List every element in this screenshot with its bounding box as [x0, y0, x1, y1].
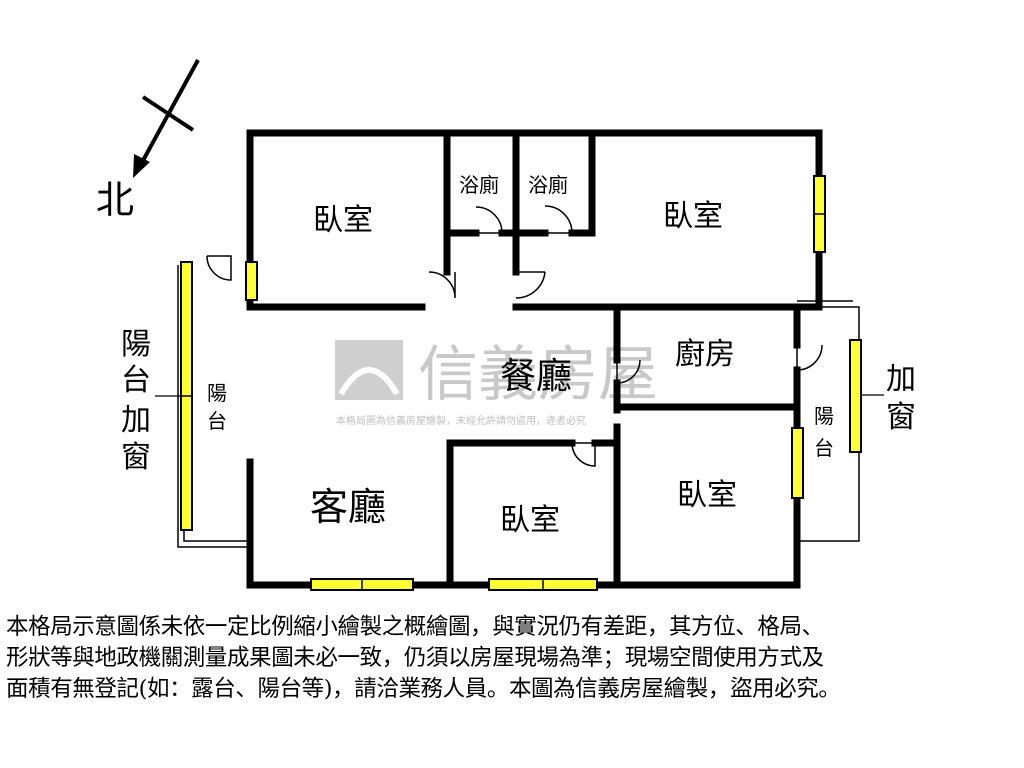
label-balcony-window-left-4: 窗 — [121, 440, 151, 475]
room-label-living: 客廳 — [310, 485, 386, 529]
label-balcony-right-2: 台 — [814, 436, 834, 460]
label-window-right-2: 窗 — [886, 400, 916, 435]
compass-label: 北 — [96, 178, 134, 222]
disclaimer-line-3: 面積有無登記(如：露台、陽台等)，請洽業務人員。本圖為信義房屋繪製，盜用必究。 — [6, 676, 841, 702]
watermark-notice: 本格局圖為信義房屋繪製，未經允許請勿盜用，違者必究 — [336, 414, 586, 427]
label-balcony-window-left-1: 陽 — [121, 327, 151, 362]
room-label-bedroom-s: 臥室 — [500, 503, 560, 538]
north-arrow-icon — [133, 59, 200, 178]
doors — [206, 205, 823, 467]
disclaimer-line-1: 本格局示意圖係未依一定比例縮小繪製之概繪圖，與實況仍有差距，其方位、格局、 — [6, 614, 824, 640]
label-balcony-window-left-2: 台 — [121, 363, 151, 398]
room-label-bedroom-ne: 臥室 — [663, 199, 723, 234]
disclaimer: 本格局示意圖係未依一定比例縮小繪製之概繪圖，與實況仍有差距，其方位、格局、 形狀… — [6, 612, 1020, 705]
label-balcony-left-2: 台 — [207, 409, 227, 433]
floor-plan: 北 信義房屋 本格局圖為信義房屋繪製，未經允許請勿盜用，違者必究 — [96, 59, 916, 591]
room-label-bath-2: 浴廁 — [528, 173, 568, 197]
walls — [246, 129, 823, 589]
room-label-dining: 餐廳 — [500, 356, 572, 397]
label-balcony-right-1: 陽 — [814, 404, 834, 428]
room-label-kitchen: 廚房 — [675, 337, 735, 372]
label-window-right-1: 加 — [886, 362, 916, 397]
label-balcony-window-left-3: 加 — [121, 403, 151, 438]
disclaimer-line-2: 形狀等與地政機關測量成果圖未必一致，仍須以房屋現場為準；現場空間使用方式及 — [6, 645, 824, 671]
room-label-bedroom-se: 臥室 — [677, 478, 737, 513]
room-label-bedroom-nw: 臥室 — [313, 203, 373, 238]
label-balcony-left-1: 陽 — [207, 381, 227, 405]
watermark: 信義房屋 本格局圖為信義房屋繪製，未經允許請勿盜用，違者必究 — [335, 340, 658, 427]
room-label-bath-1: 浴廁 — [459, 173, 499, 197]
